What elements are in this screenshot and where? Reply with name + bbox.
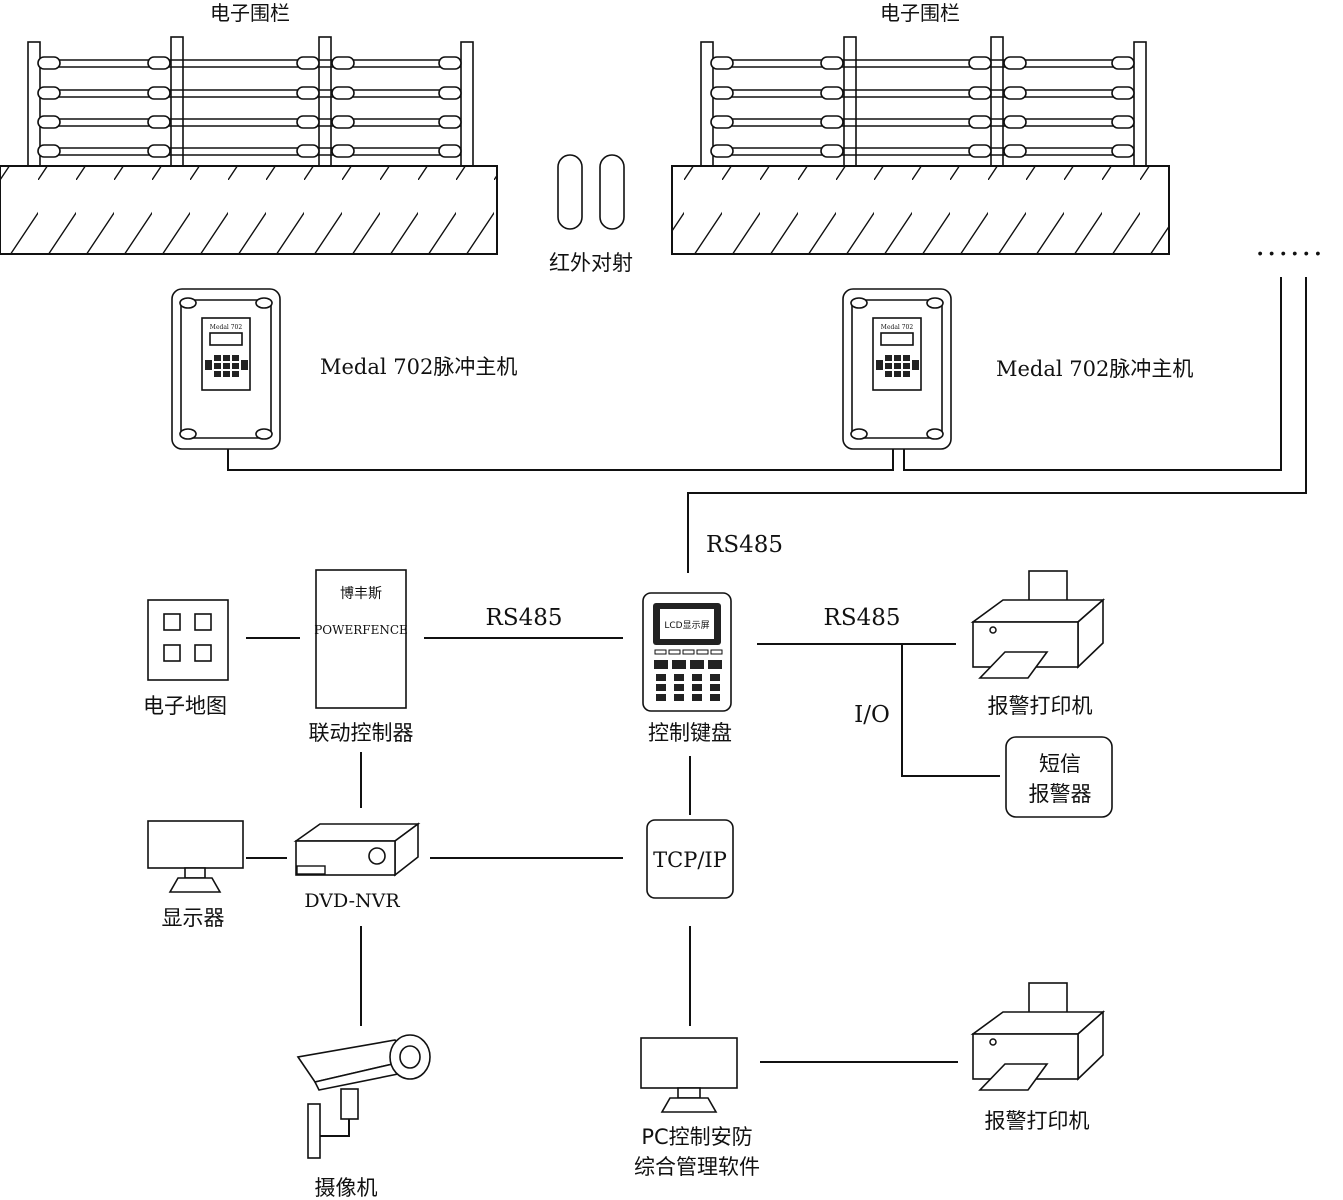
rs485-top-wiring <box>227 277 1307 573</box>
host-right-panel-text: Medal 702 <box>881 324 914 331</box>
sms-alarm-line2: 报警器 <box>1029 782 1092 806</box>
e-map-label: 电子地图 <box>143 694 227 718</box>
linkage-brand: 博丰斯 <box>340 585 382 602</box>
sms-alarm-line1: 短信 <box>1039 752 1081 776</box>
tcpip-label: TCP/IP <box>653 848 727 872</box>
mid-wiring <box>246 637 1000 777</box>
fence-right: 电子围栏 <box>671 1 1170 255</box>
fence-left: 电子围栏 <box>0 1 498 255</box>
control-keyboard-label: 控制键盘 <box>648 721 732 745</box>
sms-alarm-box: 短信 报警器 <box>1005 736 1113 818</box>
lower-wiring <box>246 752 958 1063</box>
nvr-label: DVD-NVR <box>304 890 400 912</box>
infrared-beam-icon <box>557 154 625 230</box>
pc-software-line1: PC控制安防 <box>641 1125 752 1149</box>
printer-bottom-icon <box>970 982 1106 1091</box>
linkage-controller-box: 博丰斯 POWERFENCE <box>314 569 408 709</box>
fence-right-label: 电子围栏 <box>880 1 960 25</box>
e-map-icon <box>147 599 229 681</box>
pulse-host-right: Medal 702 <box>842 288 952 450</box>
pulse-host-left: Medal 702 <box>171 288 281 450</box>
infrared-label: 红外对射 <box>549 251 633 275</box>
control-keyboard-icon: LCD显示屏 <box>642 592 732 712</box>
linkage-controller-label: 联动控制器 <box>309 721 414 745</box>
printer-top-label: 报警打印机 <box>988 694 1093 718</box>
tcpip-box: TCP/IP <box>646 819 734 899</box>
continuation-dots: ...... <box>1255 228 1324 263</box>
host-right-label: Medal 702脉冲主机 <box>996 357 1193 381</box>
printer-top-icon <box>970 570 1106 679</box>
rs485-label-right: RS485 <box>824 605 901 631</box>
rs485-label-left: RS485 <box>486 605 563 631</box>
nvr-icon <box>293 822 421 877</box>
pc-monitor-icon <box>640 1037 738 1113</box>
io-label: I/O <box>854 702 890 728</box>
camera-label: 摄像机 <box>315 1176 378 1200</box>
camera-icon <box>296 1034 431 1159</box>
host-left-label: Medal 702脉冲主机 <box>320 355 517 379</box>
monitor-icon <box>147 820 244 893</box>
keyboard-lcd-text: LCD显示屏 <box>664 620 709 631</box>
pc-software-line2: 综合管理软件 <box>634 1155 760 1179</box>
linkage-model: POWERFENCE <box>314 623 408 637</box>
fence-left-label: 电子围栏 <box>210 1 290 25</box>
monitor-label: 显示器 <box>162 906 225 930</box>
rs485-label-top: RS485 <box>706 532 783 558</box>
host-left-panel-text: Medal 702 <box>210 324 243 331</box>
printer-bottom-label: 报警打印机 <box>985 1109 1090 1133</box>
